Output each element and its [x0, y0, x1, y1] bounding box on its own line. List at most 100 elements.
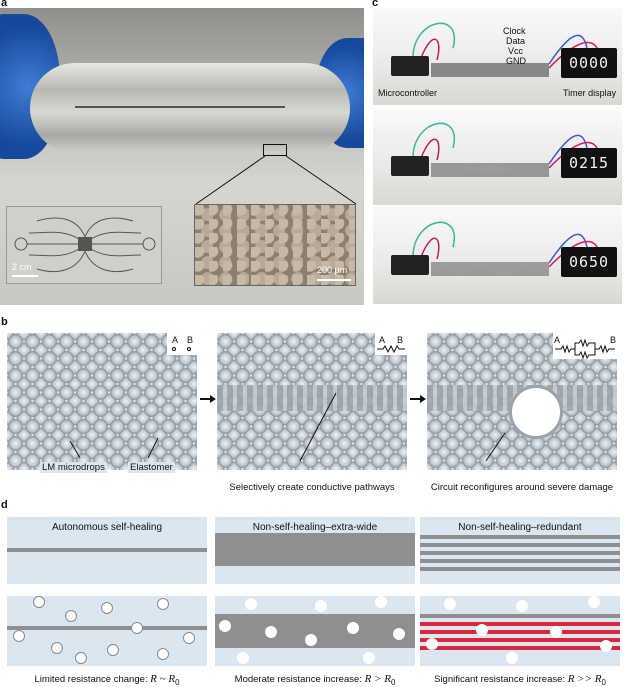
d-redundant-top: Non-self-healing–redundant: [420, 517, 620, 584]
d-self-healing-top: Autonomous self-healing: [7, 517, 207, 584]
timer-photo-1: 0000 Clock Data Vcc GND Microcontroller …: [373, 8, 622, 105]
redundant-trace: [420, 551, 620, 555]
caption-math: R ~ R: [150, 673, 176, 685]
pin-clock: Clock: [503, 26, 526, 36]
title-redundant: Non-self-healing–redundant: [458, 522, 582, 533]
microcontroller-label: Microcontroller: [378, 88, 438, 98]
damage-void: [51, 642, 63, 654]
caption-text: Limited resistance change:: [34, 674, 151, 685]
damaged-circuit-strip: [431, 163, 549, 177]
d-extra-wide-bottom: [215, 596, 415, 666]
damage-void: [363, 652, 375, 664]
d-extra-wide-top: Non-self-healing–extra-wide: [215, 517, 415, 584]
caption-limited-change: Limited resistance change: R ~ R0: [7, 673, 207, 687]
timer-display-1: 0000: [561, 48, 617, 78]
open-circuit-b: [187, 347, 191, 351]
broken-trace: [420, 622, 620, 626]
microdrop-micrograph-inset: 200 µm: [194, 204, 356, 286]
annotation-arrows: [69, 392, 506, 462]
caption-pathways: Selectively create conductive pathways: [229, 482, 395, 493]
drops-panel-damage: A B: [427, 333, 617, 470]
scale-label-right: 200 µm: [317, 265, 348, 275]
scale-bar-left: [12, 275, 38, 277]
damage-void: [13, 630, 25, 642]
stretched-circuit-photo: 2 cm 200 µm: [0, 8, 364, 305]
damage-void: [506, 652, 518, 664]
zoom-lines: [195, 155, 357, 205]
timer-display-label: Timer display: [563, 88, 617, 98]
severe-damage-hole: [509, 385, 563, 439]
wires-1: [412, 22, 599, 69]
redundant-trace: [420, 535, 620, 539]
damage-void: [33, 596, 45, 608]
damage-void: [476, 624, 488, 636]
pin-vcc: Vcc: [508, 46, 524, 56]
damage-void: [265, 626, 277, 638]
circuit-traces: [75, 106, 285, 108]
pin-data: Data: [506, 36, 526, 46]
caption-sub: 0: [175, 677, 180, 687]
broken-trace: [420, 646, 620, 650]
open-circuit-a: [172, 347, 176, 351]
circuit-layout-inset: 2 cm: [6, 206, 162, 284]
timer-display-3: 0650: [561, 247, 617, 277]
thin-trace-healed: [7, 626, 207, 630]
microcontroller-board: [391, 56, 429, 76]
damage-void: [588, 596, 600, 608]
terminal-a: A: [379, 335, 386, 345]
caption-significant-increase: Significant resistance increase: R >> R0: [420, 673, 620, 687]
microcontroller-board: [391, 156, 429, 176]
damage-void: [65, 610, 77, 622]
caption-damage: Circuit reconfigures around severe damag…: [430, 482, 614, 493]
caption-math: R >> R: [567, 673, 602, 685]
redundant-trace: [420, 543, 620, 547]
title-extra-wide: Non-self-healing–extra-wide: [252, 522, 378, 533]
damage-void: [157, 598, 169, 610]
title-autonomous-self-healing: Autonomous self-healing: [51, 522, 163, 533]
drops-panel-pathways: A B: [217, 333, 407, 470]
timer-photo-2: 0215: [373, 108, 622, 205]
caption-text: Moderate resistance increase:: [234, 674, 365, 685]
damage-void: [426, 638, 438, 650]
damage-void: [600, 640, 612, 652]
circuit-layout-drawing: [14, 217, 156, 273]
caption-moderate-increase: Moderate resistance increase: R > R0: [215, 673, 415, 687]
resistor-network-icon: [555, 339, 615, 359]
damage-void: [305, 634, 317, 646]
damage-void: [347, 622, 359, 634]
caption-math: R > R: [364, 673, 391, 685]
terminal-a: A: [172, 335, 179, 345]
thin-trace: [7, 548, 207, 552]
terminal-b: B: [397, 335, 404, 345]
terminal-area: [167, 333, 197, 355]
damage-void: [245, 598, 257, 610]
caption-sub: 0: [390, 677, 396, 687]
redundant-trace: [420, 559, 620, 563]
broken-trace: [420, 630, 620, 634]
panel-label-c: c: [372, 0, 379, 9]
damage-void: [131, 622, 143, 634]
damage-void: [219, 620, 231, 632]
conductive-pathway: [217, 385, 407, 411]
terminal-area: [553, 333, 617, 359]
damage-void: [101, 602, 113, 614]
timer-display-2: 0215: [561, 148, 617, 178]
scale-label-left: 2 cm: [12, 262, 32, 272]
panel-label-b: b: [1, 316, 8, 328]
damage-void: [444, 598, 456, 610]
resistor-icon: [377, 345, 405, 353]
damage-void: [375, 596, 387, 608]
pin-gnd: GND: [506, 56, 526, 66]
timer-photo-3: 0650: [373, 207, 622, 304]
label-lm-microdrops: LM microdrops: [40, 462, 107, 473]
damage-void: [237, 652, 249, 664]
zoom-box: [263, 144, 287, 156]
terminal-b: B: [610, 335, 617, 345]
microcontroller-board: [391, 255, 429, 275]
panel-label-a: a: [1, 0, 8, 9]
damage-void: [75, 652, 87, 664]
damage-void: [516, 600, 528, 612]
d-self-healing-bottom: [7, 596, 207, 666]
damage-void: [393, 628, 405, 640]
terminal-b: B: [187, 335, 194, 345]
